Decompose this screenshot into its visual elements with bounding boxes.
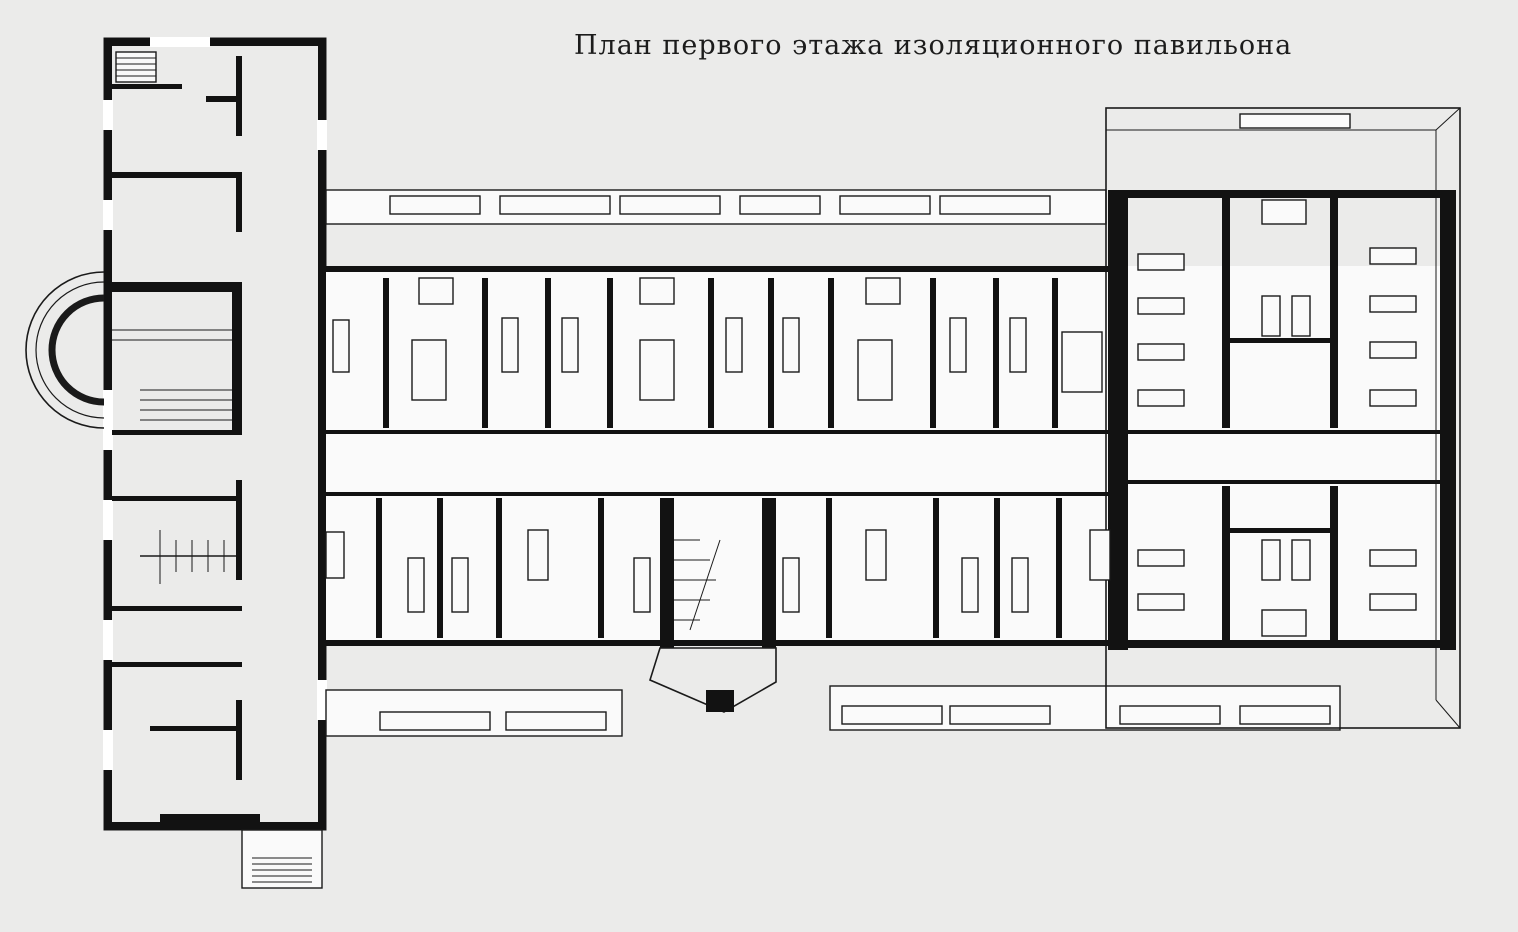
entrance-steps	[241, 829, 323, 889]
room-furniture	[332, 247, 1417, 613]
east-terrace-outline	[1105, 107, 1461, 729]
main-walls	[326, 190, 1456, 650]
veranda-benches	[379, 113, 1351, 731]
stair-tower	[25, 271, 242, 432]
central-stair	[649, 539, 777, 713]
west-wing	[103, 37, 327, 831]
bathroom-fixtures	[325, 199, 1311, 637]
main-block	[325, 107, 1461, 737]
west-wing-partitions	[112, 56, 260, 822]
ward-partitions	[376, 278, 1062, 648]
plan-title: План первого этажа изоляционного павильо…	[574, 30, 1293, 61]
corridor-stair	[140, 530, 236, 584]
west-stair	[115, 51, 157, 83]
west-wing-windows	[103, 37, 327, 770]
